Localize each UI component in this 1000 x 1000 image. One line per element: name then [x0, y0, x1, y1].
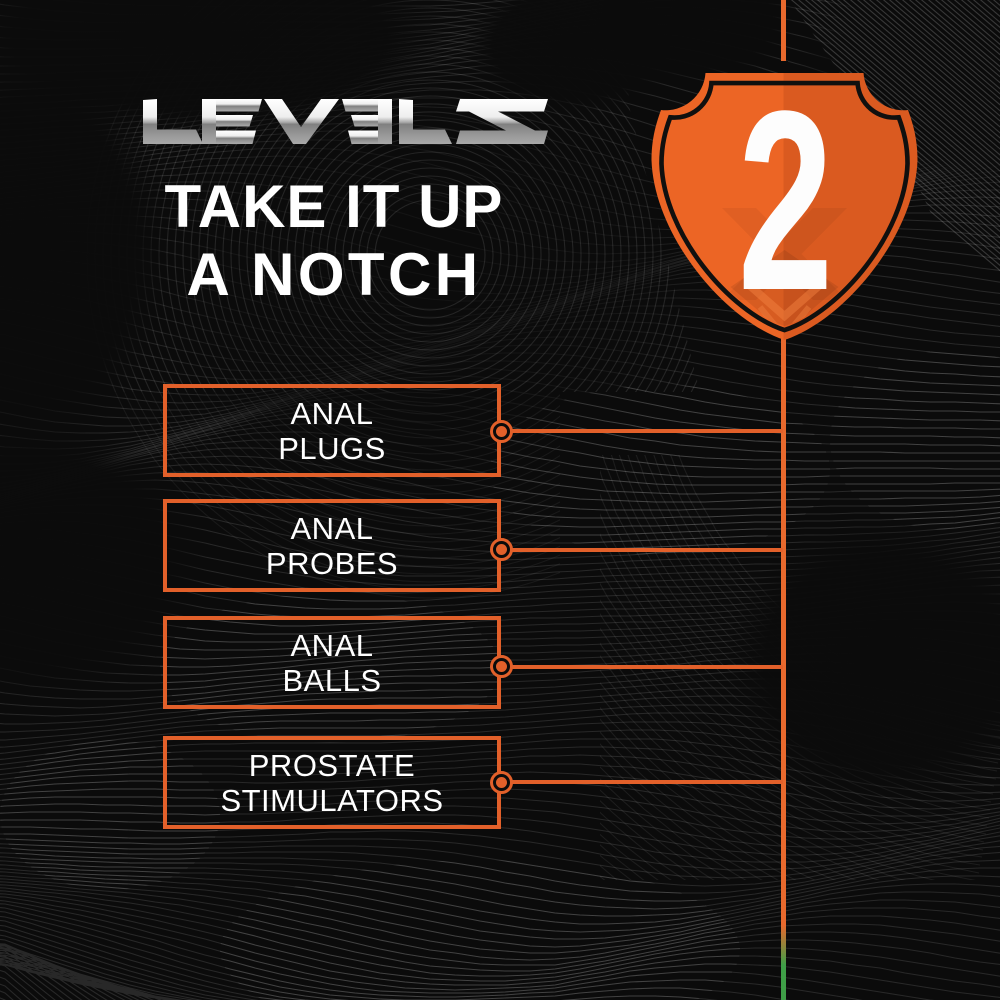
svg-text:2: 2 — [738, 60, 833, 344]
